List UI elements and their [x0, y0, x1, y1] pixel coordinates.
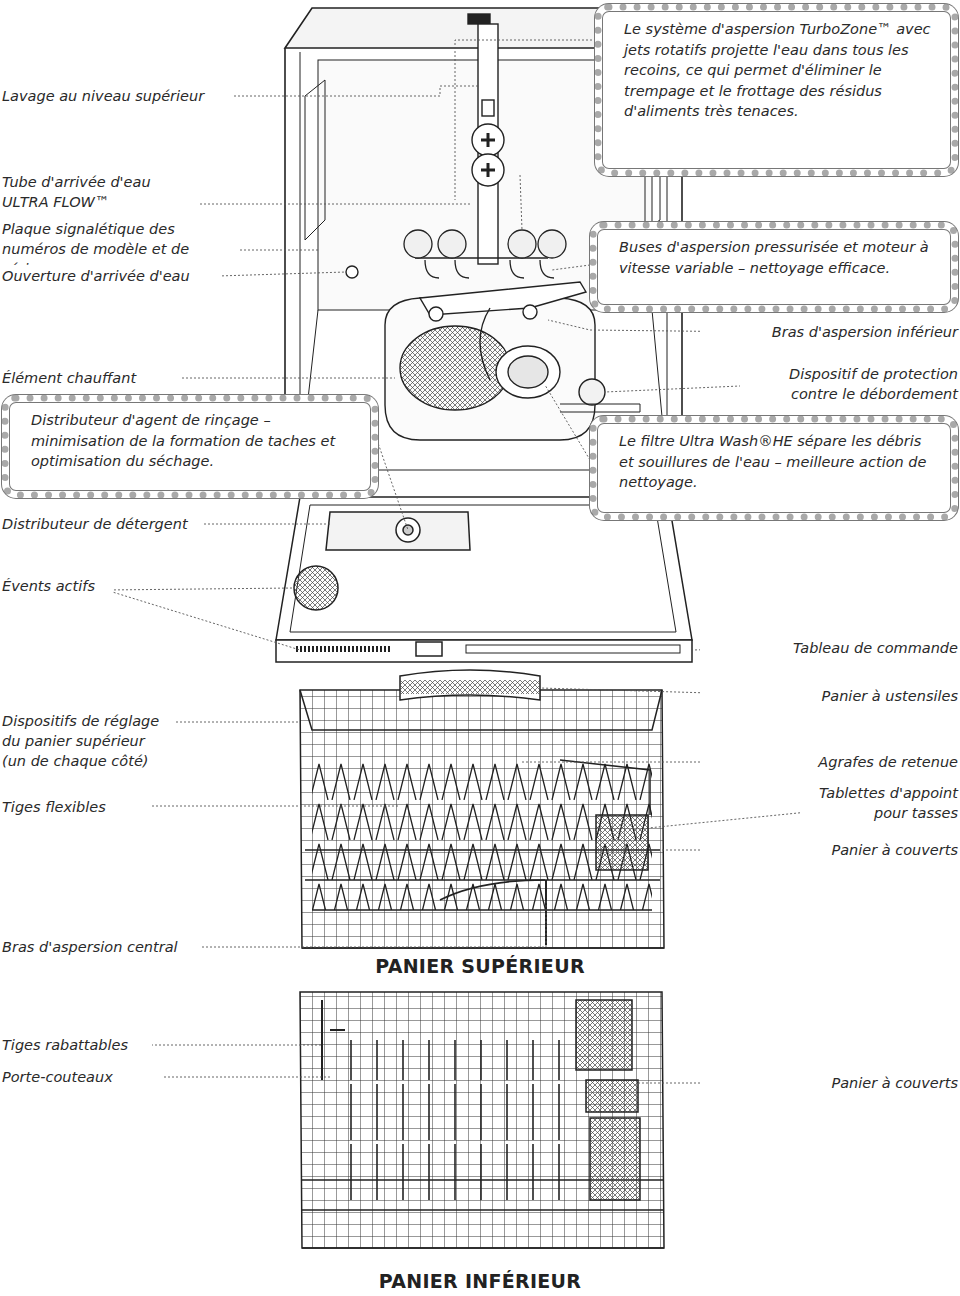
part-label: Élément chauffant [2, 368, 182, 388]
callout-text: Buses d'aspersion pressurisée et moteur … [619, 237, 937, 278]
leader-lines [106, 40, 820, 1083]
door [276, 497, 692, 662]
upper-rack [300, 670, 664, 948]
callout-text: Le système d'aspersion TurboZone™ avec j… [624, 19, 937, 122]
part-label: Bras d'aspersion central [2, 937, 202, 957]
part-label: Dispositifs de réglage du panier supérie… [2, 711, 172, 771]
part-label: Évents actifs [2, 576, 112, 596]
rotating-jets [404, 230, 566, 278]
part-label: Bras d'aspersion inférieur [700, 322, 958, 342]
callout-box: Buses d'aspersion pressurisée et moteur … [590, 222, 958, 312]
part-label: Lavage au niveau supérieur [2, 86, 232, 106]
part-label: Tiges flexibles [2, 797, 152, 817]
part-label: Panier à couverts [700, 1073, 958, 1093]
part-label: Panier à couverts [700, 840, 958, 860]
part-label: Panier à ustensiles [700, 686, 958, 706]
rack-title: PANIER SUPÉRIEUR [330, 956, 630, 976]
part-label: Tableau de commande [700, 638, 958, 658]
part-label: Tiges rabattables [2, 1035, 152, 1055]
part-label: Distributeur de détergent [2, 514, 202, 534]
part-label: Tablettes d'appoint pour tasses [800, 783, 958, 823]
wash-tube [468, 14, 504, 264]
callout-text: Le filtre Ultra Wash®HE sépare les débri… [619, 431, 937, 493]
part-label: Agrafes de retenue [700, 752, 958, 772]
part-label: Porte-couteaux [2, 1067, 162, 1087]
part-label: Ouverture d'arrivée d'eau [2, 266, 222, 286]
part-label: Dispositif de protection contre le débor… [740, 364, 958, 404]
lower-rack [300, 992, 664, 1248]
callout-box: Distributeur d'agent de rinçage – minimi… [2, 395, 378, 498]
part-label: Tube d'arrivée d'eau ULTRA FLOW™ [2, 172, 192, 212]
callout-box: Le système d'aspersion TurboZone™ avec j… [595, 4, 958, 176]
callout-text: Distributeur d'agent de rinçage – minimi… [31, 410, 357, 472]
callout-box: Le filtre Ultra Wash®HE sépare les débri… [590, 416, 958, 520]
rack-title: PANIER INFÉRIEUR [330, 1271, 630, 1291]
